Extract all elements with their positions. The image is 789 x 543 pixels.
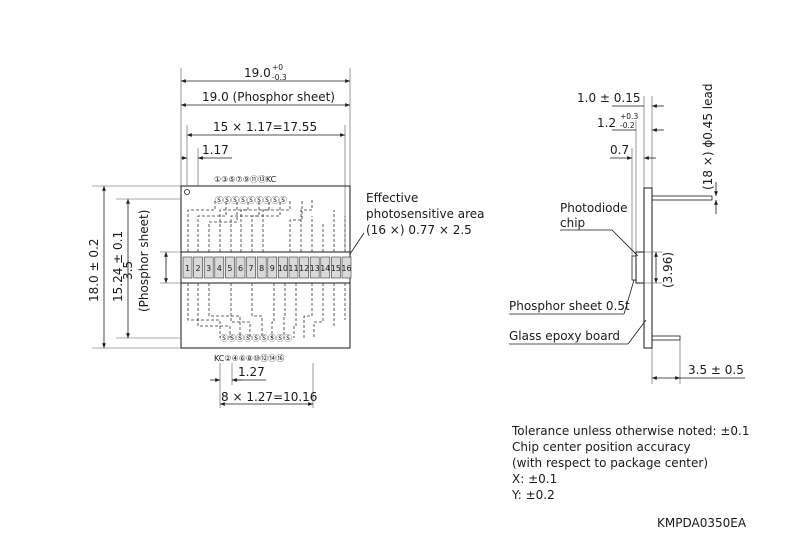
dim-pin-row-spacing: 15.24 ± 0.1 bbox=[111, 231, 125, 302]
photodiode-element-label: 6 bbox=[238, 264, 243, 273]
photodiode-element bbox=[225, 256, 235, 279]
dim-total-width-tol-lower: -0.3 bbox=[272, 73, 287, 82]
bottom-pin-labels: KC②④⑥⑧⑩⑫⑭⑯ bbox=[214, 354, 284, 363]
note-chip-center: Chip center position accuracy bbox=[512, 440, 691, 454]
dim-pin-total: 8 × 1.27=10.16 bbox=[221, 390, 317, 404]
dim-board-thickness: 1.0 ± 0.15 bbox=[577, 91, 641, 105]
photodiode-element bbox=[288, 256, 299, 279]
lead-top bbox=[651, 195, 713, 201]
photodiode-element-label: 7 bbox=[249, 264, 254, 273]
dim-offset: 0.7 bbox=[610, 143, 629, 157]
dim-chip-thickness: 1.2 bbox=[597, 116, 616, 130]
dim-lead-length: 3.5 ± 0.5 bbox=[688, 363, 744, 377]
dim-total-height: 18.0 ± 0.2 bbox=[87, 239, 101, 303]
dim-total-width-tol-upper: +0 bbox=[272, 63, 283, 72]
photodiode-element bbox=[267, 256, 278, 279]
photodiode-element bbox=[193, 256, 203, 279]
photodiode-element-label: 11 bbox=[288, 264, 298, 273]
dim-pitch-total: 15 × 1.17=17.55 bbox=[213, 120, 317, 134]
photodiode-element bbox=[331, 256, 341, 279]
phosphor-sheet-label: Phosphor sheet 0.5t bbox=[509, 299, 630, 313]
photodiode-element bbox=[182, 256, 193, 279]
photodiode-label-line2: chip bbox=[560, 216, 585, 230]
effective-area-line1: Effective bbox=[366, 191, 418, 205]
dim-lead: (18 ×) ϕ0.45 lead bbox=[701, 84, 715, 190]
index-mark bbox=[184, 189, 190, 195]
dim-chip-thickness-tol-upper: +0.3 bbox=[620, 112, 638, 121]
dim-total-width: 19.0 bbox=[244, 66, 271, 80]
phosphor-sheet-side bbox=[631, 255, 637, 281]
lead-bottom bbox=[651, 335, 681, 341]
side-view: 1.0 ± 0.15 1.2 +0.3 -0.2 0.7 (18 ×) ϕ0.4… bbox=[509, 84, 745, 384]
dim-pin-pitch: 1.27 bbox=[238, 365, 265, 379]
photodiode-element bbox=[278, 256, 288, 279]
photodiode-element-label: 8 bbox=[259, 264, 264, 273]
photodiode-element-label: 14 bbox=[320, 264, 330, 273]
note-reference: (with respect to package center) bbox=[512, 456, 709, 470]
effective-area-line2: photosensitive area bbox=[366, 207, 485, 221]
photodiode-element-label: 13 bbox=[310, 264, 320, 273]
photodiode-element-label: 4 bbox=[217, 264, 222, 273]
dim-phosphor-width: 19.0 (Phosphor sheet) bbox=[202, 90, 335, 104]
dim-phosphor-height: 3.5 bbox=[121, 261, 135, 280]
top-pin-labels: ①③⑤⑦⑨⑪⑬KC bbox=[214, 175, 277, 184]
photodiode-element-label: 9 bbox=[270, 264, 275, 273]
photodiode-element bbox=[214, 256, 225, 279]
photodiode-element-label: 12 bbox=[299, 264, 309, 273]
notes-block: Tolerance unless otherwise noted: ±0.1 C… bbox=[512, 423, 750, 503]
photodiode-element bbox=[246, 256, 256, 279]
dim-phosphor-height-label: (Phosphor sheet) bbox=[137, 210, 151, 312]
photodiode-element bbox=[320, 256, 331, 279]
photodiode-element bbox=[235, 256, 246, 279]
top-internal-pins: ⓈⓈⓈⓈⓈⓈⓈⓈⓈ bbox=[215, 196, 287, 205]
dim-chip-thickness-tol-lower: -0.2 bbox=[620, 121, 635, 130]
note-tolerance: Tolerance unless otherwise noted: ±0.1 bbox=[512, 424, 750, 438]
photodiode-chip bbox=[635, 251, 645, 284]
photodiode-element bbox=[256, 256, 267, 279]
photodiode-element bbox=[341, 256, 352, 279]
photodiode-element-label: 5 bbox=[227, 264, 232, 273]
photodiode-element-label: 1 bbox=[185, 264, 190, 273]
photodiode-element bbox=[203, 256, 214, 279]
photodiode-element bbox=[299, 256, 309, 279]
glass-epoxy-label: Glass epoxy board bbox=[509, 329, 620, 343]
photodiode-element-label: 10 bbox=[278, 264, 288, 273]
dim-pitch: 1.17 bbox=[202, 143, 229, 157]
internal-wiring bbox=[187, 200, 346, 338]
note-x: X: ±0.1 bbox=[512, 472, 558, 486]
note-y: Y: ±0.2 bbox=[512, 488, 555, 502]
photodiode-element bbox=[309, 256, 320, 279]
glass-epoxy-board bbox=[643, 187, 653, 349]
photodiode-label-line1: Photodiode bbox=[560, 201, 628, 215]
drawing-code: KMPDA0350EA bbox=[657, 516, 747, 530]
dim-chip-height: (3.96) bbox=[661, 252, 675, 288]
photodiode-element-label: 16 bbox=[341, 264, 351, 273]
bottom-internal-pins: ⓈⓈⓈⓈⓈⓈⓈⓈⓈ bbox=[220, 334, 292, 343]
photodiode-element-label: 2 bbox=[196, 264, 201, 273]
photodiode-element-label: 15 bbox=[331, 264, 341, 273]
photodiode-element-label: 3 bbox=[206, 264, 211, 273]
effective-area-line3: (16 ×) 0.77 × 2.5 bbox=[366, 223, 472, 237]
